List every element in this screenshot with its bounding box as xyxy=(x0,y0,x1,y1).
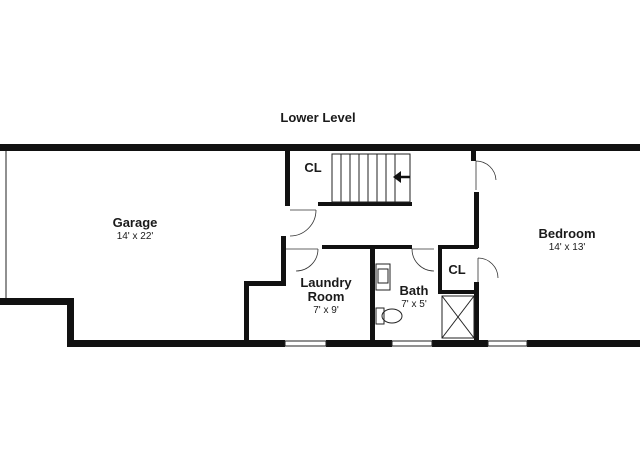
shower-icon xyxy=(441,295,475,339)
door-swing-icon xyxy=(286,160,499,282)
window-icon xyxy=(284,340,528,347)
plan-title: Lower Level xyxy=(280,110,355,125)
closet-lower-label: CL xyxy=(448,262,465,277)
garage-dims: 14' x 22' xyxy=(117,231,154,242)
laundry-dims: 7' x 9' xyxy=(313,305,339,316)
bath-label: Bath xyxy=(400,283,429,298)
bedroom-label: Bedroom xyxy=(538,226,595,241)
exterior-walls xyxy=(0,144,640,347)
laundry-label-line1: Laundry xyxy=(300,275,352,290)
bath-dims: 7' x 5' xyxy=(401,299,427,310)
interior-walls xyxy=(244,151,479,347)
laundry-label-line2: Room xyxy=(308,289,345,304)
bedroom-dims: 14' x 13' xyxy=(549,242,586,253)
sink-icon xyxy=(375,263,391,291)
garage-label: Garage xyxy=(113,215,158,230)
closet-upper-label: CL xyxy=(304,160,321,175)
left-arrow-icon xyxy=(393,171,410,183)
toilet-icon xyxy=(375,307,403,325)
